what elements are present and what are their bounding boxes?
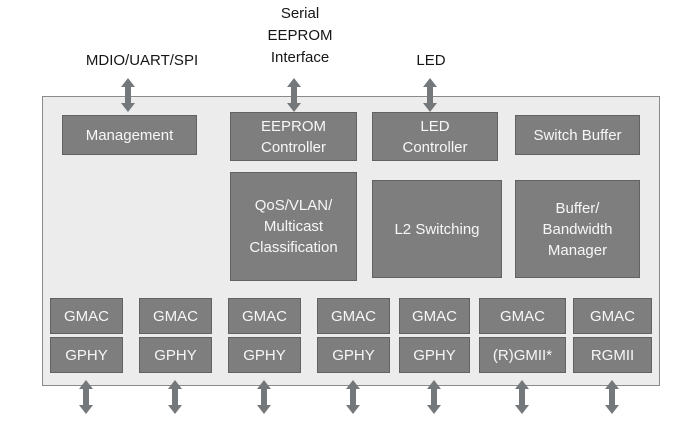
block-management: Management (62, 115, 197, 155)
label-serial-eeprom-interface: Serial EEPROM Interface (267, 5, 333, 66)
block-switch-buffer: Switch Buffer (515, 115, 640, 155)
port-column-5: GMAC GPHY (399, 298, 470, 373)
port-column-7: GMAC RGMII (573, 298, 652, 373)
gmac-block: GMAC (317, 298, 390, 334)
label-led: LED (416, 52, 446, 69)
port-column-2: GMAC GPHY (139, 298, 212, 373)
block-qos-vlan-multicast-classification: QoS/VLAN/ Multicast Classification (230, 172, 357, 281)
port-column-6: GMAC (R)GMII* (479, 298, 566, 373)
block-eeprom-controller: EEPROM Controller (230, 112, 357, 161)
gphy-block: GPHY (50, 337, 123, 373)
gmac-block: GMAC (399, 298, 470, 334)
bidirectional-arrow-icon (167, 380, 183, 414)
bidirectional-arrow-icon (514, 380, 530, 414)
block-buffer-bandwidth-manager: Buffer/ Bandwidth Manager (515, 180, 640, 278)
block-led-controller: LED Controller (372, 112, 498, 161)
gmac-block: GMAC (573, 298, 652, 334)
port-column-4: GMAC GPHY (317, 298, 390, 373)
gphy-block: GPHY (399, 337, 470, 373)
bidirectional-arrow-icon (604, 380, 620, 414)
gmac-block: GMAC (139, 298, 212, 334)
port-column-1: GMAC GPHY (50, 298, 123, 373)
block-l2-switching: L2 Switching (372, 180, 502, 278)
bidirectional-arrow-icon (422, 78, 438, 112)
gmac-block: GMAC (50, 298, 123, 334)
bidirectional-arrow-icon (286, 78, 302, 112)
port-column-3: GMAC GPHY (228, 298, 301, 373)
bidirectional-arrow-icon (78, 380, 94, 414)
bidirectional-arrow-icon (120, 78, 136, 112)
bidirectional-arrow-icon (256, 380, 272, 414)
label-mdio-uart-spi: MDIO/UART/SPI (85, 52, 199, 69)
gphy-block: GPHY (139, 337, 212, 373)
gphy-block: GPHY (228, 337, 301, 373)
bidirectional-arrow-icon (345, 380, 361, 414)
gmac-block: GMAC (479, 298, 566, 334)
gphy-block: GPHY (317, 337, 390, 373)
gmac-block: GMAC (228, 298, 301, 334)
bidirectional-arrow-icon (426, 380, 442, 414)
rgmii-block: (R)GMII* (479, 337, 566, 373)
rgmii-block: RGMII (573, 337, 652, 373)
